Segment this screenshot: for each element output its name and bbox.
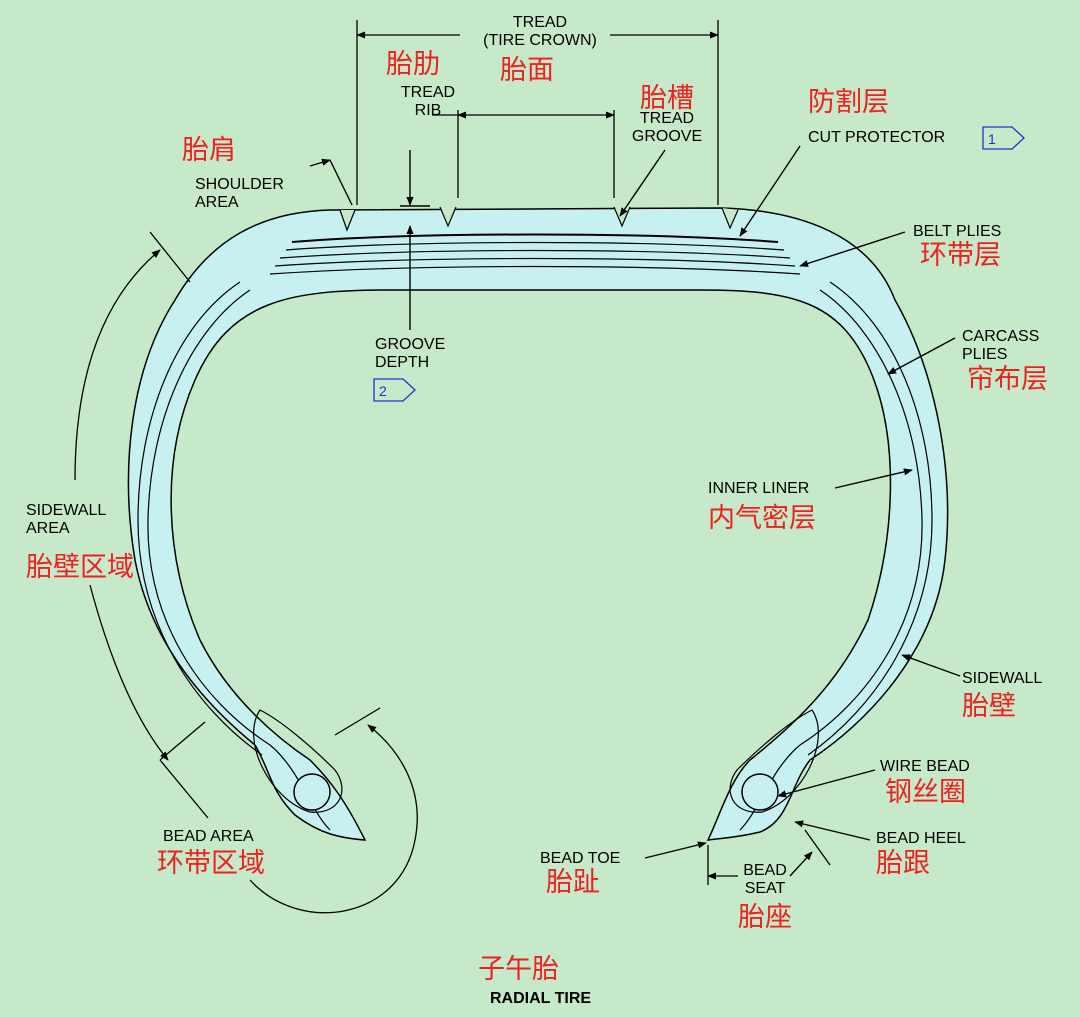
bead-bundle-left (253, 709, 343, 813)
belt-plies-leader (799, 231, 906, 267)
label-tread-groove: TREAD GROOVE (631, 110, 703, 145)
bead-bundle-right (729, 709, 819, 813)
wire-bead-right (741, 773, 779, 811)
carcass-plies-leader (887, 337, 956, 375)
label-bead-area-zh: 环带区域 (157, 848, 265, 879)
shoulder-leader (309, 158, 331, 167)
label-tread-rib: TREAD RIB (400, 84, 456, 119)
cut-protector-leader (739, 145, 801, 237)
label-tread-groove-zh: 胎槽 (640, 83, 694, 114)
label-bead-area: BEAD AREA (163, 828, 254, 845)
belt-plies (269, 241, 801, 275)
label-sidewall-zh: 胎壁 (962, 691, 1016, 722)
label-tread: TREAD (TIRE CROWN) (483, 14, 597, 49)
label-wire-bead-zh: 钢丝圈 (885, 777, 966, 808)
label-tread-rib-zh: 胎肋 (386, 49, 440, 80)
label-carcass-plies: CARCASS PLIES (962, 328, 1040, 363)
inner-liner-leader (834, 468, 913, 489)
tread-groove (439, 206, 457, 228)
tread-dimension (356, 20, 719, 205)
cut-protector-layer (291, 233, 779, 243)
wire-bead-left (293, 773, 331, 811)
note-tag-1-number: 1 (988, 131, 996, 147)
label-tread-zh: 胎面 (500, 55, 554, 86)
label-shoulder-area-zh: 胎肩 (182, 135, 236, 166)
tire-body (127, 207, 949, 841)
label-sidewall: SIDEWALL (962, 670, 1043, 687)
rib-dimension (432, 110, 615, 198)
tread-groove (721, 207, 739, 230)
groove-depth-indicator (400, 150, 430, 330)
wire-bead-leader (777, 769, 876, 798)
diagram-title-zh: 子午胎 (478, 954, 559, 985)
note-tag-2 (373, 378, 416, 402)
label-shoulder-area: SHOULDER AREA (195, 176, 284, 211)
label-bead-toe-zh: 胎趾 (546, 867, 600, 898)
label-carcass-plies-zh: 帘布层 (967, 364, 1048, 395)
bead-area-dimension (159, 707, 418, 914)
label-bead-seat-zh: 胎座 (738, 902, 792, 933)
label-wire-bead: WIRE BEAD (880, 758, 970, 775)
sidewall-leader (901, 654, 961, 677)
label-bead-heel: BEAD HEEL (876, 830, 966, 847)
label-cut-protector-zh: 防割层 (808, 87, 889, 118)
label-cut-protector: CUT PROTECTOR (808, 129, 946, 146)
label-bead-toe: BEAD TOE (540, 850, 621, 867)
shoulder-ref-line (329, 159, 353, 206)
note-tag-2-number: 2 (379, 383, 387, 399)
bead-heel-leader (794, 820, 871, 841)
bead-toe-leader (644, 841, 707, 859)
label-inner-liner: INNER LINER (708, 480, 810, 497)
bead-seat-dimension (707, 829, 831, 885)
sidewall-area-dimension (74, 231, 206, 761)
diagram-title-en: RADIAL TIRE (490, 990, 592, 1007)
label-inner-liner-zh: 内气密层 (708, 503, 816, 534)
label-bead-heel-zh: 胎跟 (876, 848, 930, 879)
label-sidewall-area: SIDEWALL AREA (26, 502, 107, 537)
label-bead-seat: BEAD SEAT (743, 862, 787, 897)
note-tag-1 (982, 126, 1025, 150)
tread-groove (339, 209, 356, 232)
label-belt-plies: BELT PLIES (913, 223, 1002, 240)
label-sidewall-area-zh: 胎壁区域 (26, 552, 134, 583)
carcass-plies (137, 281, 933, 831)
label-belt-plies-zh: 环带层 (920, 240, 1001, 271)
label-groove-depth: GROOVE DEPTH (375, 336, 446, 371)
tread-groove-leader (619, 149, 666, 217)
